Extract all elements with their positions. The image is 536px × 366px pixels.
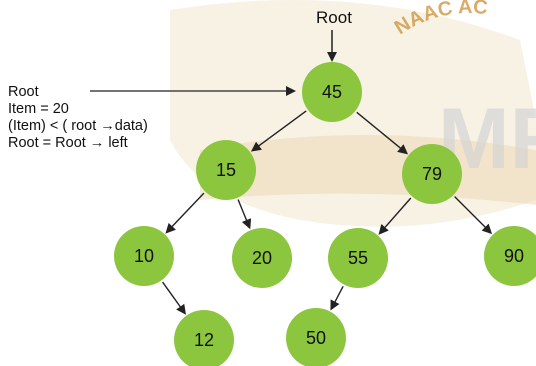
node-value: 79 <box>422 164 442 184</box>
node-value: 20 <box>252 248 272 268</box>
node-value: 45 <box>322 82 342 102</box>
annotation-line: (Item) < ( root →data) <box>8 118 148 134</box>
annotation-line: Item = 20 <box>8 101 69 117</box>
tree-node: 45 <box>302 62 362 122</box>
edge-arrow <box>356 111 409 155</box>
node-circle <box>286 308 346 366</box>
tree-node: 50 <box>286 308 346 366</box>
root-label: Root <box>316 8 352 27</box>
tree-node: 15 <box>196 140 256 200</box>
edge-arrow <box>237 199 252 230</box>
node-circle <box>114 226 174 286</box>
node-circle <box>328 228 388 288</box>
edge-arrow <box>330 286 344 311</box>
node-circle <box>196 140 256 200</box>
edge-arrow <box>454 196 493 235</box>
node-circle <box>232 228 292 288</box>
node-value: 50 <box>306 328 326 348</box>
node-circle <box>174 310 234 366</box>
annotation-line: Root <box>8 84 39 100</box>
edge-arrow <box>165 192 205 234</box>
tree-node: 55 <box>328 228 388 288</box>
node-circle <box>484 226 536 286</box>
tree-node: 79 <box>402 144 462 204</box>
tree-node: 20 <box>232 228 292 288</box>
node-value: 90 <box>504 246 524 266</box>
node-circle <box>302 62 362 122</box>
edge-arrow <box>250 110 307 152</box>
tree-nodes: 45 15 79 10 20 55 90 12 50 <box>114 62 536 366</box>
edge-arrow <box>378 197 412 235</box>
tree-node: 90 <box>484 226 536 286</box>
node-value: 15 <box>216 160 236 180</box>
node-value: 55 <box>348 248 368 268</box>
node-value: 12 <box>194 330 214 350</box>
tree-edges <box>162 110 493 315</box>
tree-node: 10 <box>114 226 174 286</box>
node-circle <box>402 144 462 204</box>
annotation-text-block: Root Item = 20 (Item) < ( root →data) Ro… <box>8 84 148 152</box>
edge-arrow <box>162 281 186 315</box>
tree-node: 12 <box>174 310 234 366</box>
annotation-line: Root = Root → left <box>8 135 128 151</box>
node-value: 10 <box>134 246 154 266</box>
